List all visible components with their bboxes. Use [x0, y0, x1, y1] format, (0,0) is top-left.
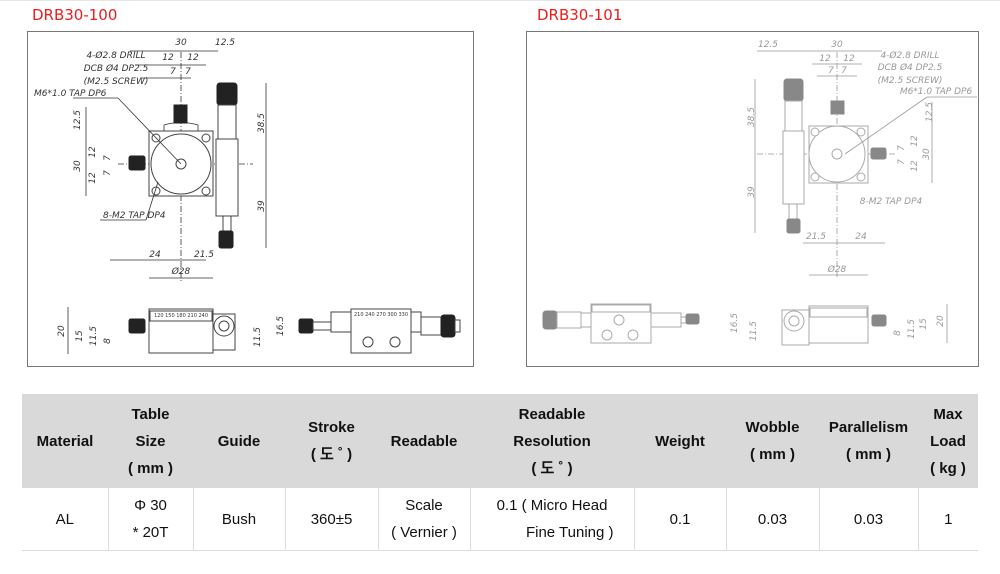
dim-label: 7: [185, 67, 191, 77]
cell-weight: 0.1: [634, 488, 727, 551]
dim-label: 11.5: [907, 319, 917, 339]
lock-knob-right: [870, 147, 887, 160]
cell-stroke: 360±5: [285, 488, 379, 551]
micrometer-thimble: [216, 82, 238, 106]
header-stroke: Stroke( 도 ˚ ): [285, 394, 378, 488]
dim-label: 30: [922, 148, 932, 160]
dim-label: 30: [73, 160, 83, 172]
note-label: (M2.5 SCREW): [84, 77, 149, 87]
cell-material: AL: [22, 488, 109, 551]
note-label: DCB Ø4 DP2.5: [878, 62, 943, 73]
dim-label: Ø28: [827, 264, 847, 275]
dim-label: 12: [819, 54, 831, 64]
header-guide: Guide: [193, 394, 285, 488]
lock-knob-top: [173, 104, 188, 124]
dim-label: 12: [187, 53, 199, 63]
technical-drawing-drb30-101: 12.5 30 12 12 7 7 4-Ø2.8 DRILL DCB Ø4 DP…: [542, 40, 977, 346]
note-label: (M2.5 SCREW): [878, 76, 943, 86]
header-weight: Weight: [634, 394, 726, 488]
micrometer-body: [215, 138, 239, 217]
dim-label: 12: [88, 172, 98, 184]
dim-label: 11.5: [89, 326, 99, 346]
dim-label: 7: [103, 155, 113, 161]
dim-label: 21.5: [806, 232, 826, 242]
note-label: 8-M2 TAP DP4: [860, 197, 923, 207]
dim-label: 16.5: [276, 316, 286, 336]
note-label: 4-Ø2.8 DRILL: [880, 50, 939, 61]
micrometer-body: [782, 130, 805, 205]
dim-label: 39: [257, 200, 267, 212]
scale-label: 120 150 180 210 240: [154, 313, 208, 319]
cell-readable: Scale( Vernier ): [378, 488, 471, 551]
micrometer-thimble: [783, 78, 804, 102]
cell-parallelism: 0.03: [819, 488, 919, 551]
dim-label: 15: [919, 318, 929, 330]
dim-label: 30: [831, 40, 843, 50]
lock-knob-left: [128, 155, 146, 171]
dim-label: 24: [855, 232, 867, 242]
dim-label: 38.5: [747, 107, 757, 127]
dim-label: Ø28: [171, 266, 191, 277]
dim-label: 15: [75, 330, 85, 342]
model-title-drb30-100: DRB30-100: [32, 6, 118, 24]
dim-label: 7: [897, 145, 907, 151]
dim-label: 7: [170, 67, 176, 77]
front-view-body: [350, 308, 412, 354]
lock-knob-top: [830, 100, 845, 115]
dim-label: 20: [57, 325, 67, 337]
model-title-drb30-101: DRB30-101: [537, 6, 623, 24]
dim-label: 12: [88, 146, 98, 158]
header-material: Material: [22, 394, 108, 488]
cell-table-size: Φ 30* 20T: [108, 488, 194, 551]
dim-label: 20: [936, 315, 946, 327]
dim-label: 38.5: [257, 113, 267, 133]
header-parallelism: Parallelism( mm ): [819, 394, 918, 488]
cell-guide: Bush: [193, 488, 286, 551]
dim-label: 12: [910, 135, 920, 147]
dim-label: 7: [841, 66, 847, 76]
dim-label: 11.5: [253, 327, 263, 347]
note-label: M6*1.0 TAP DP6: [900, 87, 973, 97]
scale-label: 210 240 270 300 330: [354, 312, 408, 318]
technical-drawing-drb30-100: 30 12.5 12 12 7 7 4-Ø2.8 DRILL DCB Ø4 DP…: [34, 38, 461, 354]
dim-label: 7: [897, 159, 907, 165]
dim-label: 12.5: [215, 38, 235, 48]
dim-label: 30: [175, 38, 187, 48]
dim-label: 8: [893, 330, 903, 336]
fine-knob: [786, 218, 801, 234]
note-label: 8-M2 TAP DP4: [103, 211, 166, 221]
dim-label: 12.5: [73, 110, 83, 130]
dim-label: 16.5: [730, 313, 740, 333]
dim-label: 12.5: [758, 40, 778, 50]
header-wobble: Wobble( mm ): [726, 394, 819, 488]
note-label: 4-Ø2.8 DRILL: [86, 50, 145, 61]
drawing-drb30-100: 30 12.5 12 12 7 7 4-Ø2.8 DRILL DCB Ø4 DP…: [27, 31, 474, 367]
note-label: M6*1.0 TAP DP6: [34, 89, 107, 99]
dim-label: 7: [828, 66, 834, 76]
dim-label: 12: [843, 54, 855, 64]
drawing-drb30-101: 12.5 30 12 12 7 7 4-Ø2.8 DRILL DCB Ø4 DP…: [526, 31, 979, 367]
dim-label: 12.5: [925, 102, 935, 122]
dim-label: 11.5: [749, 321, 759, 341]
dim-label: 21.5: [194, 250, 214, 260]
dim-label: 8: [103, 338, 113, 344]
dim-label: 39: [747, 186, 757, 198]
dim-label: 24: [149, 250, 161, 260]
fine-knob: [218, 230, 234, 249]
dim-label: 12: [910, 160, 920, 172]
table-row: AL Φ 30* 20T Bush 360±5 Scale( Vernier )…: [22, 488, 978, 551]
note-label: DCB Ø4 DP2.5: [84, 63, 149, 74]
header-readable: Readable: [378, 394, 470, 488]
cell-wobble: 0.03: [726, 488, 820, 551]
top-divider: [0, 0, 1000, 1]
dim-label: 7: [103, 170, 113, 176]
dim-label: 12: [162, 53, 174, 63]
cell-max-load: 1: [918, 488, 978, 551]
